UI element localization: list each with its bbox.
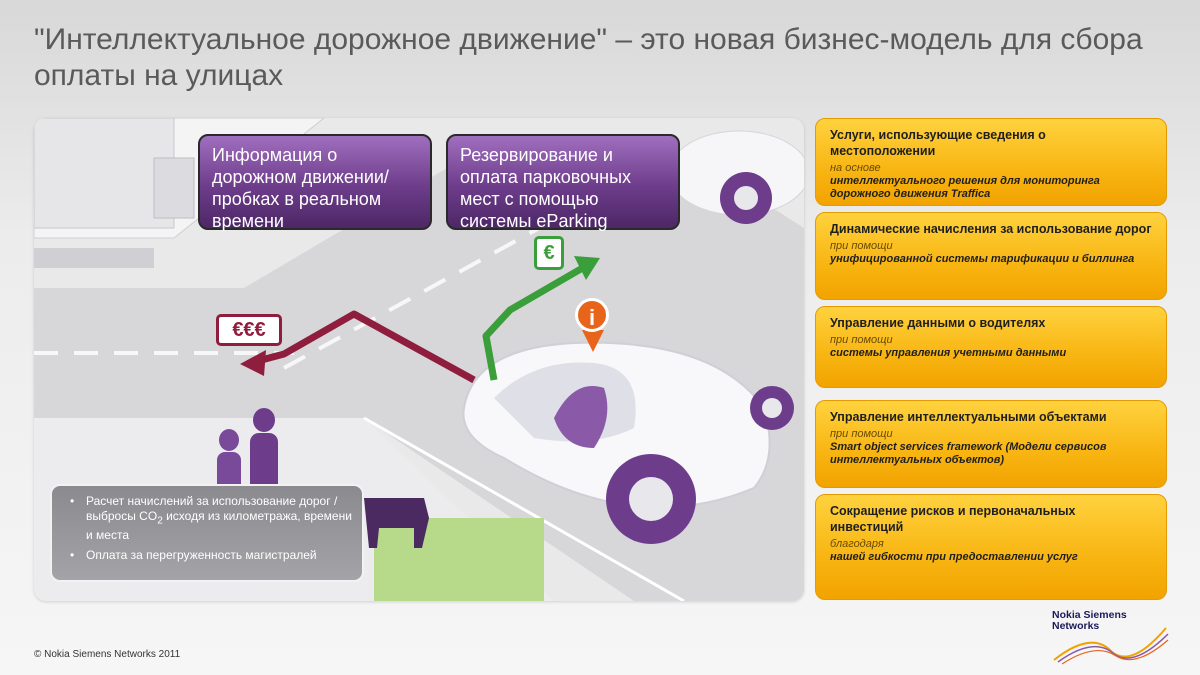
logo-text: Nokia Siemens Networks — [1052, 609, 1127, 632]
euro-triple-tag: €€€ — [216, 314, 282, 346]
panel-heading: Динамические начисления за использование… — [830, 222, 1152, 236]
panel-detail: унифицированной системы тарификации и би… — [830, 253, 1135, 265]
info-item-congestion: Оплата за перегруженность магистралей — [64, 548, 352, 563]
euro-single-tag: € — [534, 236, 564, 270]
panel-detail: нашей гибкости при предоставлении услуг — [830, 551, 1078, 563]
panel-subheading: при помощи — [830, 334, 893, 346]
panel-smart-objects: Управление интеллектуальными объектами п… — [815, 400, 1167, 488]
parking-arrow — [482, 262, 588, 381]
panel-location-services: Услуги, использующие сведения о местопол… — [815, 118, 1167, 206]
panel-heading: Управление данными о водителях — [830, 316, 1046, 330]
panel-heading: Сокращение рисков и первоначальных инвес… — [830, 504, 1076, 534]
smart-traffic-illustration: Информация о дорожном движении/пробках в… — [34, 118, 804, 601]
panel-detail: системы управления учетными данными — [830, 347, 1067, 359]
driver-icon — [554, 386, 608, 448]
panel-heading: Услуги, использующие сведения о местопол… — [830, 128, 1046, 158]
panel-subheading: при помощи — [830, 240, 893, 252]
payment-arrow — [253, 310, 476, 384]
person-icon — [219, 429, 239, 451]
copyright-footer: © Nokia Siemens Networks 2011 — [34, 649, 181, 660]
panel-driver-data: Управление данными о водителях при помощ… — [815, 306, 1167, 388]
info-pin-icon: i — [575, 298, 609, 332]
building-window — [153, 157, 195, 219]
logo-swoosh-icon — [1053, 627, 1169, 665]
panel-detail: Smart object services framework (Модели … — [830, 441, 1107, 466]
charging-info-box: Расчет начислений за использование дорог… — [50, 484, 364, 582]
panel-dynamic-charging: Динамические начисления за использование… — [815, 212, 1167, 300]
street-scene — [34, 118, 804, 601]
traffic-info-bubble: Информация о дорожном движении/пробках в… — [198, 134, 432, 231]
dog-icon — [364, 498, 429, 548]
panel-detail: интеллектуального решения для мониторинг… — [830, 175, 1100, 200]
info-item-road-charges: Расчет начислений за использование дорог… — [64, 494, 352, 543]
panel-risk-reduction: Сокращение рисков и первоначальных инвес… — [815, 494, 1167, 600]
panel-subheading: на основе — [830, 162, 881, 174]
panel-heading: Управление интеллектуальными объектами — [830, 410, 1107, 424]
panel-subheading: при помощи — [830, 428, 893, 440]
grass — [374, 518, 544, 601]
slide-title: "Интеллектуальное дорожное движение" – э… — [34, 23, 1143, 92]
panel-subheading: благодаря — [830, 538, 884, 550]
eparking-bubble: Резервирование и оплата парковочных мест… — [446, 134, 680, 231]
nsn-logo: Nokia Siemens Networks — [1052, 602, 1172, 666]
